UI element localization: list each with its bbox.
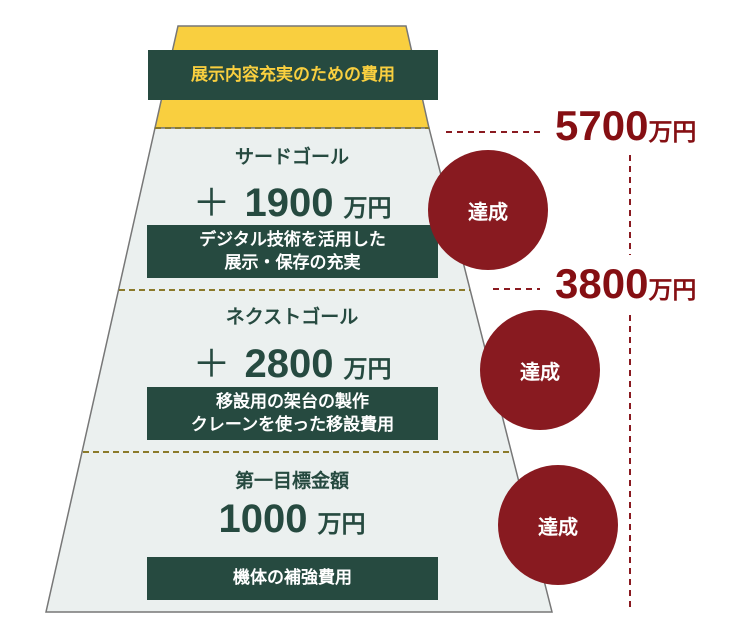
amount-number: 1900 bbox=[244, 181, 334, 225]
goal-description: デジタル技術を活用した 展示・保存の充実 bbox=[147, 225, 438, 278]
description-line: 移設用の架台の製作 bbox=[216, 391, 369, 412]
amount-unit: 万円 bbox=[343, 356, 392, 383]
description-line: クレーンを使った移設費用 bbox=[190, 414, 395, 435]
goal-amount: 1000 万円 bbox=[132, 497, 452, 542]
description-line: 展示・保存の充実 bbox=[224, 252, 361, 273]
plus-sign: ＋ bbox=[192, 344, 231, 386]
total-unit: 万円 bbox=[648, 277, 697, 304]
goal-description: 機体の補強費用 bbox=[147, 557, 438, 600]
achieved-badge: 達成 bbox=[498, 465, 618, 585]
amount-number: 2800 bbox=[244, 342, 334, 386]
total-unit: 万円 bbox=[648, 119, 697, 146]
total-number: 3800 bbox=[555, 260, 649, 307]
amount-unit: 万円 bbox=[317, 511, 366, 538]
plus-sign: ＋ bbox=[192, 183, 231, 225]
description-line: デジタル技術を活用した bbox=[199, 229, 386, 250]
cumulative-total: 5700万円 bbox=[555, 102, 696, 150]
goal-amount: ＋ 2800 万円 bbox=[132, 333, 452, 388]
goal-title: ネクストゴール bbox=[225, 306, 359, 328]
total-number: 5700 bbox=[555, 102, 649, 149]
amount-number: 1000 bbox=[218, 497, 308, 541]
description-line: 機体の補強費用 bbox=[233, 568, 352, 588]
cumulative-total: 3800万円 bbox=[555, 260, 696, 308]
achieved-badge: 達成 bbox=[480, 310, 600, 430]
goal-title: サードゴール bbox=[234, 146, 349, 168]
goal-title: 第一目標金額 bbox=[234, 470, 349, 492]
top-section-label: 展示内容充実のための費用 bbox=[148, 50, 438, 100]
goal-description: 移設用の架台の製作 クレーンを使った移設費用 bbox=[147, 387, 438, 440]
achieved-badge: 達成 bbox=[428, 150, 548, 270]
amount-unit: 万円 bbox=[343, 195, 392, 222]
goal-amount: ＋ 1900 万円 bbox=[132, 172, 452, 227]
